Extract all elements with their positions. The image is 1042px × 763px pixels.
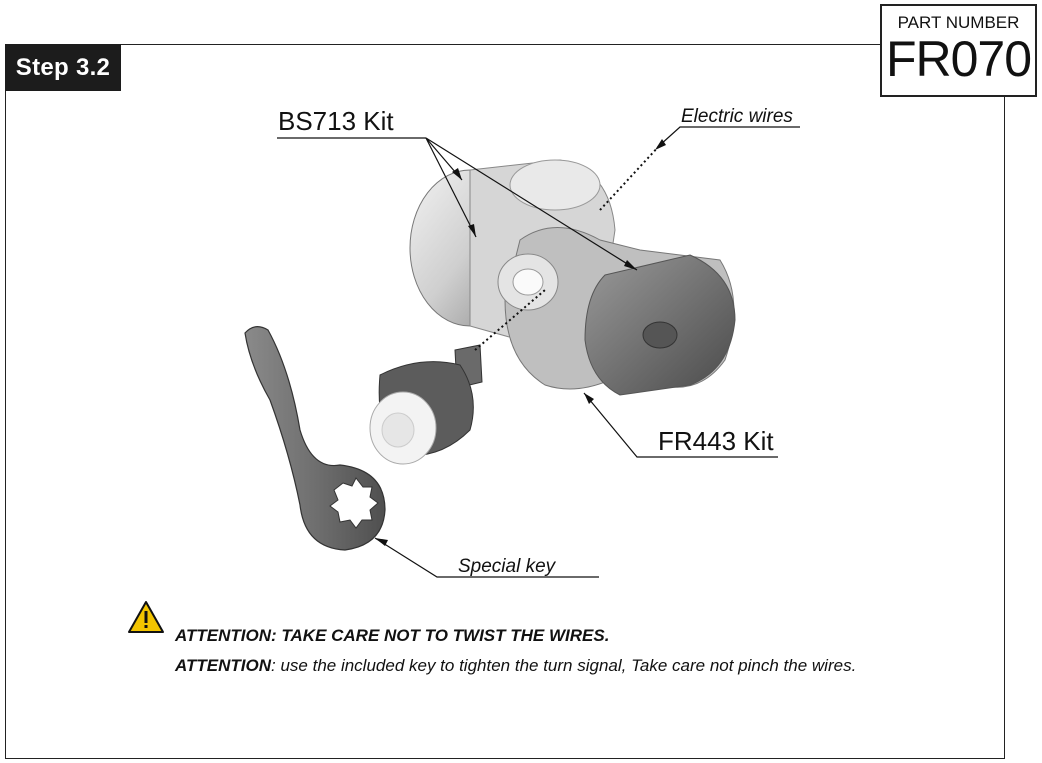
fr443-bracket xyxy=(497,227,736,396)
step-label: Step 3.2 xyxy=(5,44,121,91)
electric-wires-label: Electric wires xyxy=(681,106,793,127)
special-key xyxy=(244,326,386,551)
part-number-label: PART NUMBER xyxy=(897,13,1020,32)
part-number-box: PART NUMBER FR070 xyxy=(880,4,1037,97)
instruction-frame xyxy=(5,44,1005,759)
attention-body: ATTENTION: use the included key to tight… xyxy=(175,654,875,677)
leader-arrowheads xyxy=(375,139,666,546)
attention-text: : use the included key to tighten the tu… xyxy=(271,656,857,675)
special-key-label: Special key xyxy=(458,556,556,577)
part-number-value: FR070 xyxy=(885,31,1032,87)
bs713-kit-label: BS713 Kit xyxy=(278,106,394,136)
attention-prefix: ATTENTION xyxy=(175,656,272,675)
warning-triangle-icon xyxy=(128,601,164,633)
attention-heading: ATTENTION: TAKE CARE NOT TO TWIST THE WI… xyxy=(175,626,610,645)
leader-lines xyxy=(277,126,800,578)
turn-signal-lamp xyxy=(369,344,483,465)
fr443-kit-label: FR443 Kit xyxy=(658,426,774,456)
wire-path-lower xyxy=(474,289,546,351)
